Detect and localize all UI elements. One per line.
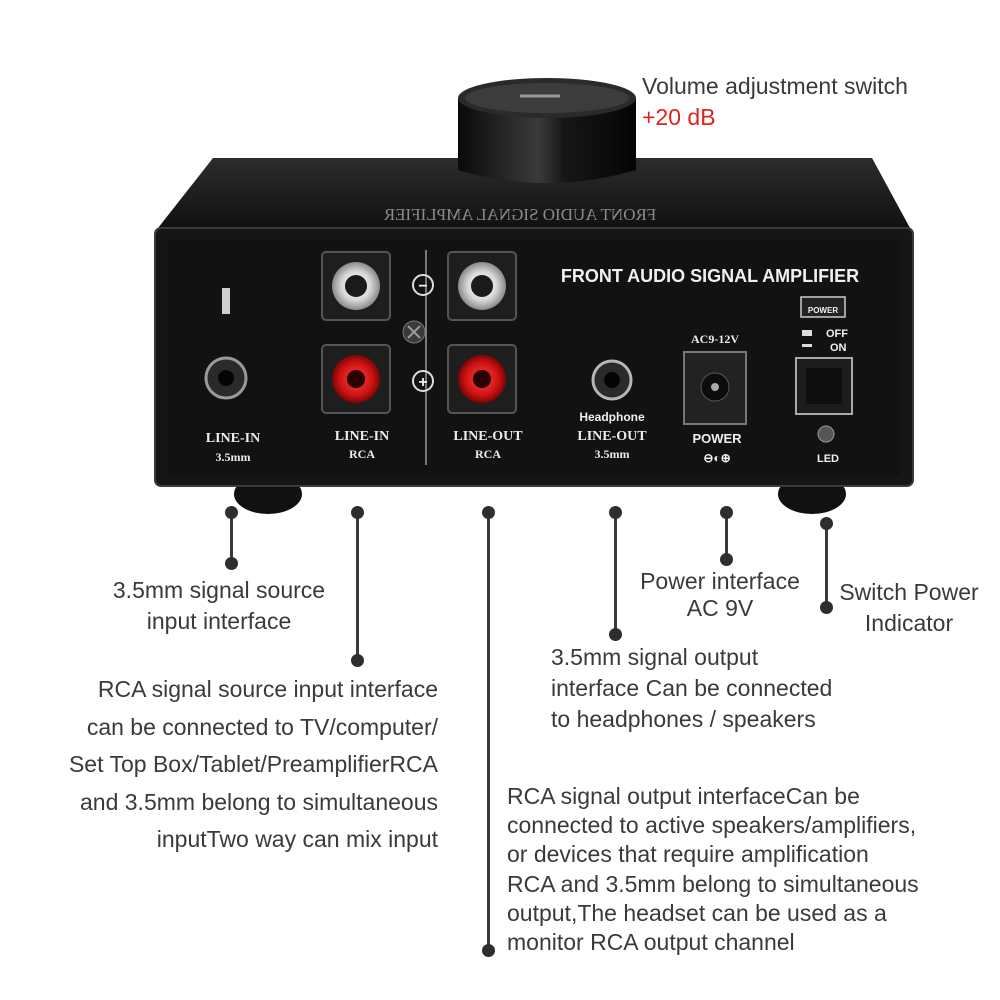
leader-dot <box>482 944 495 957</box>
svg-text:POWER: POWER <box>808 306 838 315</box>
top-surface <box>158 158 910 228</box>
output-35-callout: 3.5mm signal output interface Can be con… <box>551 644 833 732</box>
power-interface-callout: Power interface AC 9V <box>640 568 800 621</box>
rca-out-white <box>447 251 517 321</box>
rca-input-callout: RCA signal source input interface can be… <box>68 676 438 852</box>
volume-knob <box>458 98 636 183</box>
top-mirror-text: FRONT AUDIO SIGNAL AMPLIFIER <box>383 205 656 224</box>
leader-line-switch <box>825 523 828 607</box>
svg-text:LINE-IN: LINE-IN <box>206 431 260 446</box>
leader-dot <box>351 506 364 519</box>
rca-output-callout: RCA signal output interfaceCan be connec… <box>507 783 919 956</box>
leader-line-rca-in <box>356 512 359 660</box>
rca-out-red <box>447 344 517 414</box>
rca-in-red <box>321 344 391 414</box>
svg-text:RCA: RCA <box>349 447 375 461</box>
svg-text:ON: ON <box>830 342 847 354</box>
led-light <box>817 425 835 443</box>
svg-text:−: − <box>418 278 427 295</box>
leader-dot <box>820 601 833 614</box>
input-35-callout: 3.5mm signal source input interface <box>112 577 326 634</box>
rca-in-white <box>321 251 391 321</box>
leader-dot <box>720 553 733 566</box>
leader-dot <box>225 557 238 570</box>
svg-text:POWER: POWER <box>692 431 742 446</box>
leader-line-power <box>725 512 728 560</box>
line-in-35-jack <box>204 288 248 400</box>
leader-line-rca-out <box>487 512 490 950</box>
svg-text:OFF: OFF <box>826 328 848 340</box>
leader-dot <box>609 628 622 641</box>
leader-dot <box>820 517 833 530</box>
svg-text:Headphone: Headphone <box>579 410 645 424</box>
svg-text:3.5mm: 3.5mm <box>216 450 251 464</box>
leader-dot <box>482 506 495 519</box>
amplifier-device: FRONT AUDIO SIGNAL AMPLIFIER FRONT AUDIO… <box>154 78 914 514</box>
headphone-jack <box>591 359 633 401</box>
svg-text:+: + <box>418 374 427 391</box>
svg-text:⊖◐⊕: ⊖◐⊕ <box>703 451 730 465</box>
volume-callout: Volume adjustment switch +20 dB <box>642 71 908 133</box>
volume-callout-title: Volume adjustment switch <box>642 73 908 99</box>
dc-power-jack <box>683 351 747 425</box>
svg-text:LINE-OUT: LINE-OUT <box>453 429 523 444</box>
volume-callout-value: +20 dB <box>642 104 716 130</box>
svg-text:AC9-12V: AC9-12V <box>691 332 739 346</box>
leader-line-35-in <box>230 512 233 564</box>
svg-text:RCA: RCA <box>475 447 501 461</box>
svg-text:LINE-IN: LINE-IN <box>335 429 389 444</box>
leader-dot <box>351 654 364 667</box>
svg-text:LED: LED <box>817 453 839 465</box>
svg-text:3.5mm: 3.5mm <box>595 447 630 461</box>
leader-dot <box>225 506 238 519</box>
switch-callout: Switch Power Indicator <box>839 579 979 636</box>
leader-dot <box>609 506 622 519</box>
panel-title: FRONT AUDIO SIGNAL AMPLIFIER <box>561 266 859 286</box>
leader-dot <box>720 506 733 519</box>
power-button-graphic: POWER OFF ON <box>795 296 853 443</box>
svg-text:LINE-OUT: LINE-OUT <box>577 429 647 444</box>
leader-line-35-out <box>614 512 617 634</box>
